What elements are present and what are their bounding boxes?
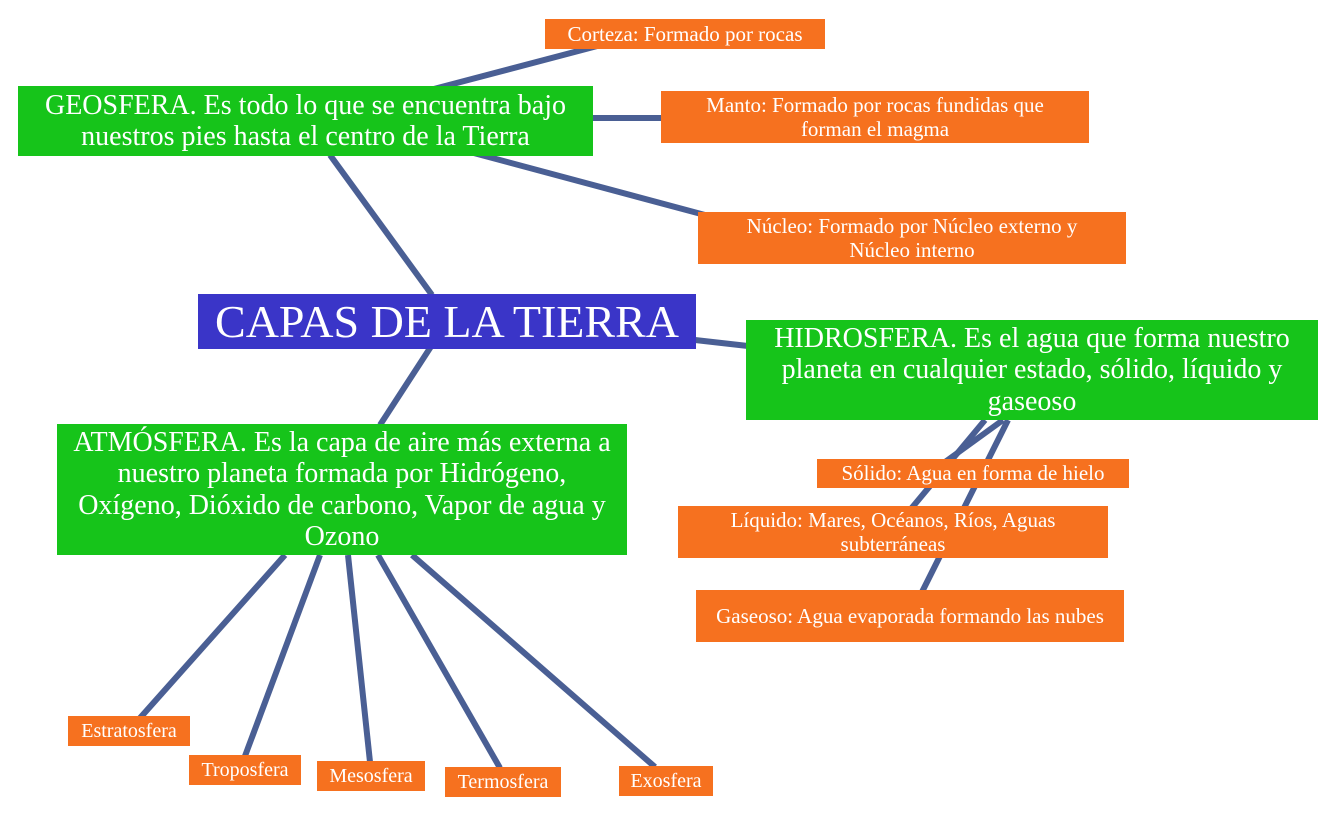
atmosfera-node: ATMÓSFERA. Es la capa de aire más extern…: [57, 424, 627, 555]
hidrosfera-label: HIDROSFERA. Es el agua que forma nuestro…: [774, 322, 1290, 417]
manto-node: Manto: Formado por rocas fundidas que fo…: [661, 91, 1089, 143]
troposfera-label: Troposfera: [201, 758, 289, 781]
connector-atmosfera-estratosfera: [137, 553, 288, 720]
mesosfera-label: Mesosfera: [329, 764, 413, 787]
solido-label: Sólido: Agua en forma de hielo: [841, 461, 1105, 486]
nucleo-node: Núcleo: Formado por Núcleo externo y Núc…: [698, 212, 1126, 264]
connector-atmosfera-exosfera: [410, 552, 657, 770]
central-topic-label: CAPAS DE LA TIERRA: [215, 295, 679, 347]
estratosfera-label: Estratosfera: [81, 719, 177, 742]
exosfera-label: Exosfera: [630, 769, 702, 792]
termosfera-node: Termosfera: [445, 767, 561, 797]
gaseoso-node: Gaseoso: Agua evaporada formando las nub…: [696, 590, 1124, 642]
corteza-node: Corteza: Formado por rocas: [545, 19, 825, 49]
nucleo-label: Núcleo: Formado por Núcleo externo y Núc…: [746, 213, 1078, 262]
exosfera-node: Exosfera: [619, 766, 713, 796]
central-topic: CAPAS DE LA TIERRA: [198, 294, 696, 349]
solido-node: Sólido: Agua en forma de hielo: [817, 459, 1129, 488]
mesosfera-node: Mesosfera: [317, 761, 425, 791]
gaseoso-label: Gaseoso: Agua evaporada formando las nub…: [716, 603, 1104, 628]
liquido-label: Líquido: Mares, Océanos, Ríos, Aguas sub…: [730, 507, 1056, 556]
connector-atmosfera-mesosfera: [345, 554, 373, 763]
connector-center-geosfera: [327, 153, 435, 297]
connector-center-hidrosfera: [694, 337, 749, 349]
geosfera-node: GEOSFERA. Es todo lo que se encuentra ba…: [18, 86, 593, 156]
corteza-label: Corteza: Formado por rocas: [567, 21, 803, 46]
manto-label: Manto: Formado por rocas fundidas que fo…: [706, 92, 1044, 141]
connector-atmosfera-troposfera: [242, 553, 323, 758]
connector-center-atmosfera: [377, 343, 435, 427]
connector-geosfera-nucleo: [469, 149, 706, 218]
atmosfera-label: ATMÓSFERA. Es la capa de aire más extern…: [73, 426, 611, 552]
liquido-node: Líquido: Mares, Océanos, Ríos, Aguas sub…: [678, 506, 1108, 558]
troposfera-node: Troposfera: [189, 755, 301, 785]
estratosfera-node: Estratosfera: [68, 716, 190, 746]
connector-atmosfera-termosfera: [375, 553, 503, 770]
geosfera-label: GEOSFERA. Es todo lo que se encuentra ba…: [44, 89, 567, 152]
hidrosfera-node: HIDROSFERA. Es el agua que forma nuestro…: [746, 320, 1318, 420]
termosfera-label: Termosfera: [457, 770, 549, 793]
